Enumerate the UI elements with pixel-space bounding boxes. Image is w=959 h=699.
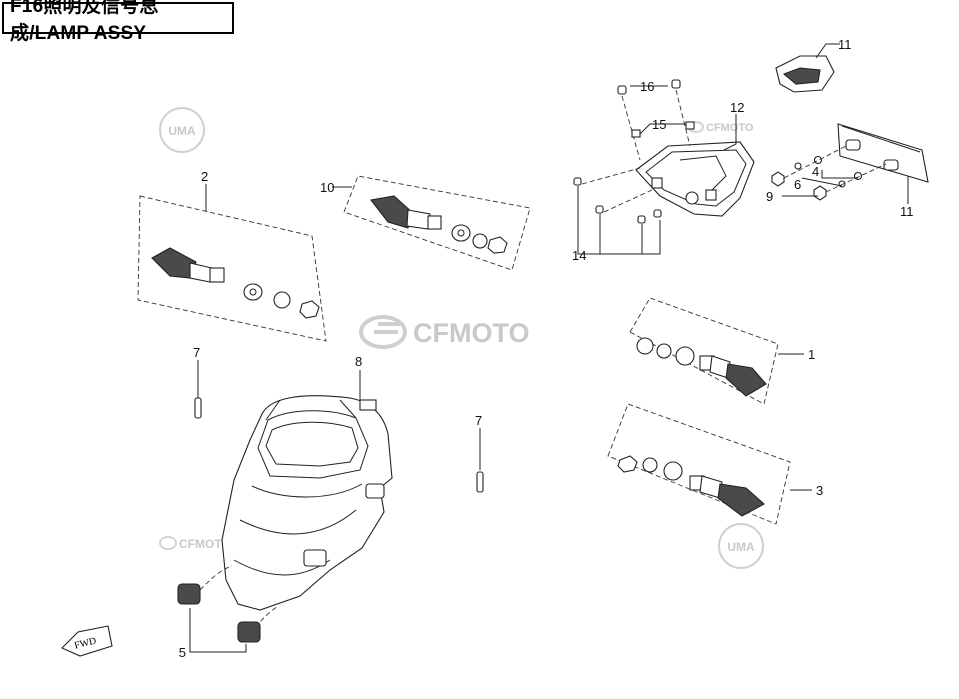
screw-16a [617, 85, 627, 95]
cfmoto-watermark-text: CFMOTO [413, 318, 530, 348]
cfmoto-watermark-top: CFMOTO [688, 121, 754, 134]
leader-line-4 [821, 170, 858, 179]
leader-line-14 [577, 186, 661, 255]
uma-watermark-text: UMA [168, 124, 196, 138]
leader-line-6 [801, 177, 843, 187]
cfmoto-watermark-left-text: CFMOTO [179, 537, 231, 551]
group-outline-9 [343, 175, 531, 271]
group-outline-2 [137, 195, 327, 342]
headlight-assembly: 8 [199, 354, 393, 629]
clip-15b [685, 121, 695, 130]
washer-3 [663, 461, 683, 481]
callout-10: 9 [766, 189, 773, 204]
grommet-lower [237, 621, 261, 643]
washer-4a [813, 155, 823, 165]
cfmoto-watermark-left: CFMOTO [159, 536, 231, 551]
diagram-title: F16照明及信号总成/LAMP ASSY [2, 0, 234, 44]
uma-badge-icon [159, 107, 205, 153]
callout-7a: 7 [193, 345, 200, 360]
forward-direction-arrow: FWD [61, 625, 113, 657]
uma-watermark-top: UMA [159, 107, 205, 153]
callout-5: 5 [179, 645, 186, 660]
clip-15a [631, 129, 641, 138]
clips-15: 15 [631, 117, 695, 138]
turn-signal-front-left-group: 2 [137, 169, 327, 342]
callout-9: 10 [320, 180, 334, 195]
leader-line-13 [723, 114, 737, 151]
fwd-label: FWD [73, 636, 97, 652]
screw-14a [573, 177, 582, 186]
diagram-title-text: F16照明及信号总成/LAMP ASSY [10, 0, 159, 44]
nut-2 [299, 300, 320, 319]
license-plate-light: 11 [775, 37, 852, 93]
nut-10b [813, 185, 827, 201]
screw-16b [671, 79, 681, 89]
grommet-upper [177, 583, 201, 605]
callout-4: 4 [812, 164, 819, 179]
callout-12: 11 [838, 37, 852, 52]
headlight-grommets: 5 [177, 583, 261, 660]
nut-10a [771, 171, 785, 187]
callout-7b: 7 [475, 413, 482, 428]
washer-1b [675, 346, 695, 366]
lock-washer-3 [642, 457, 658, 473]
turn-signal-front-right-group: 1 [629, 297, 815, 405]
group-outline-1 [629, 297, 779, 405]
lock-washer-1 [656, 343, 672, 359]
lock-washer-9 [472, 233, 488, 249]
reflector-fasteners: 4 6 9 [766, 145, 887, 204]
screw-14b [595, 205, 604, 214]
turn-signal-lamp-9 [370, 195, 442, 230]
callout-2: 2 [201, 169, 208, 184]
turn-signal-lamp-2 [151, 247, 225, 283]
callout-16: 16 [640, 79, 654, 94]
nut-9 [487, 236, 508, 254]
rubber-pin-left: 7 [193, 345, 202, 419]
turn-signal-lamp-3 [689, 475, 765, 517]
nut-3 [617, 455, 638, 473]
screw-14d [653, 209, 662, 218]
callout-6: 6 [794, 177, 801, 192]
leader-line-15 [639, 123, 686, 135]
washer-6a [794, 162, 802, 170]
washer-1a [636, 337, 654, 355]
turn-signal-lamp-1 [699, 355, 767, 397]
lock-washer-2 [273, 291, 291, 309]
uma-watermark-bottom: UMA [718, 523, 764, 569]
turn-signal-rear-left-group: 10 [320, 175, 531, 271]
screw-14c [637, 215, 646, 224]
rubber-pin-right: 7 [475, 413, 484, 493]
cfmoto-small-logo-icon [159, 536, 177, 550]
reflector-plate: 11 [837, 123, 929, 219]
callout-14: 14 [572, 248, 586, 263]
screws-16: 16 [617, 79, 691, 161]
turn-signal-rear-right-group: 3 [607, 403, 823, 525]
callout-8: 8 [355, 354, 362, 369]
callout-3: 3 [816, 483, 823, 498]
leader-line-12 [815, 43, 840, 59]
license-plate-bracket: 12 [635, 100, 755, 217]
leader-line-5 [189, 608, 247, 653]
callout-1: 1 [808, 347, 815, 362]
cfmoto-logo-icon [359, 315, 407, 349]
uma-watermark-bottom-text: UMA [727, 540, 755, 554]
screws-14: 14 [572, 167, 662, 263]
cfmoto-watermark-center: CFMOTO [359, 315, 530, 349]
group-outline-3 [607, 403, 791, 525]
cfmoto-watermark-top-text: CFMOTO [706, 122, 754, 134]
uma-badge-icon [718, 523, 764, 569]
callout-13: 12 [730, 100, 744, 115]
callout-15: 15 [652, 117, 666, 132]
callout-11: 11 [900, 204, 914, 219]
